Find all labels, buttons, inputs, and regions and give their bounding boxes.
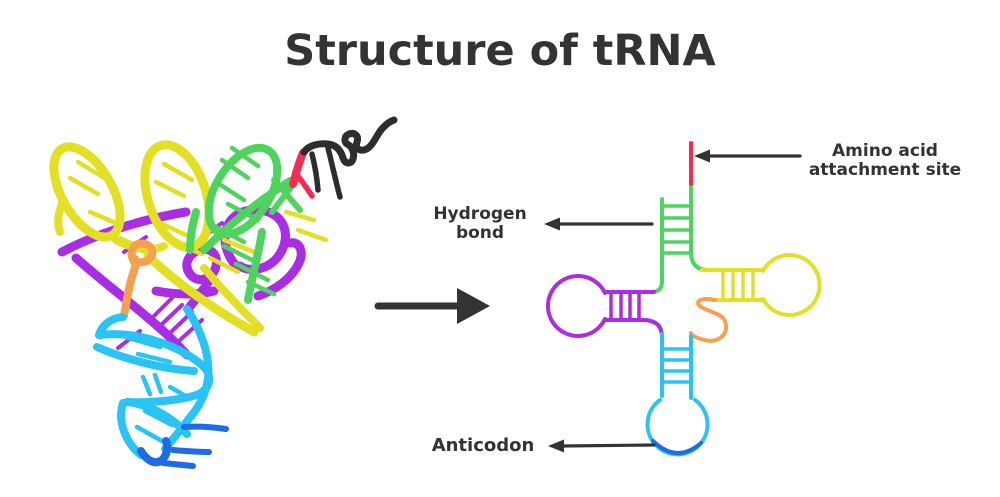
loop-circle [761,253,822,317]
hatch-line [211,223,247,245]
ribbon-stroke [200,264,264,332]
arrow-shaft [561,443,656,448]
ribbon-stroke [143,251,259,337]
trna-tertiary-illustration [49,116,398,469]
variable-loop [689,297,729,343]
ribbon-stroke [300,116,398,167]
d-arm [545,274,664,339]
hatch-line [213,179,247,203]
ribbon-stroke [186,208,200,254]
label-arrows [544,149,802,453]
hatch-line [125,335,163,350]
arrow-head [548,439,564,453]
hatch-line [148,296,174,322]
ribbon-stroke [325,145,343,200]
green-helix-region [186,143,303,304]
hatch-line [87,209,121,227]
hydrogen-bond-arrow [544,217,654,231]
stem-line [605,318,664,339]
trna-cloverleaf-diagram [545,141,822,457]
anticodon-loop-highlight [651,439,703,455]
ribbon-stroke [244,228,266,304]
hatch-line [221,243,259,265]
hatch-line [170,447,212,455]
label-line: Amino acid [832,141,938,161]
anticodon-label: Anticodon [413,436,553,455]
amino-acid-attachment-label: Amino acid attachment site [785,142,985,180]
cyan-helix-region [93,305,214,459]
ribbon-stroke [57,207,191,257]
transform-arrow-head [457,288,490,324]
hatch-line [229,145,261,169]
ribbon-loop [49,142,125,242]
ribbon-stroke [309,151,321,193]
anticodon-arm [645,332,710,457]
hatch-line [160,460,196,469]
ribbon-loop [127,239,157,269]
t-arm [700,253,822,317]
hatch-line [207,255,241,275]
hatch-line [167,384,192,401]
hatch-line [75,159,109,182]
amino-acid-arrow [694,149,802,163]
hatch-line [142,408,175,428]
page-title: Structure of tRNA [284,26,716,76]
hatch-line [245,279,277,297]
hatch-line [152,372,164,395]
yellow-loop-region [49,140,329,337]
hatch-line [134,424,165,444]
label-line: Anticodon [431,435,535,456]
ribbon-stroke [253,238,306,301]
arrow-head [544,217,560,231]
arrow-head [694,149,710,163]
blue-tip-region [137,423,229,469]
hatch-line [221,237,257,255]
orange-loop-region [120,239,157,320]
anticodon-arrow [548,439,656,453]
hatch-line [225,201,261,223]
hatch-line [181,423,229,432]
hatch-line [153,179,187,199]
hatch-line [135,351,173,365]
ribbon-stroke [292,169,315,199]
stem-line [689,181,710,272]
hatch-line [295,227,329,243]
label-line: bond [455,223,505,243]
loop-circle [545,274,607,338]
stem-line [650,197,664,294]
hatch-line [219,157,251,181]
ribbon-stroke [93,343,198,375]
hatch-line [283,209,317,223]
hatch-line [67,175,101,197]
ribbon-stroke [124,398,191,438]
ribbon-stroke [137,437,172,467]
acceptor-stem [650,181,710,294]
hatch-line [158,303,184,328]
transform-arrow [374,288,490,324]
hatch-line [233,261,271,283]
ribbon-stroke [54,200,66,236]
hatch-line [155,219,191,239]
label-line: Hydrogen [433,204,527,224]
hydrogen-bond-label: Hydrogen bond [418,205,542,243]
red-attachment-tip [289,149,315,199]
label-line: attachment site [808,160,962,180]
black-tail-region [300,116,398,200]
ribbon-loop [182,244,221,285]
hatch-line [140,374,153,397]
hatch-line [161,161,195,183]
ribbon-stroke [120,261,140,320]
ribbon-stroke [289,149,307,188]
